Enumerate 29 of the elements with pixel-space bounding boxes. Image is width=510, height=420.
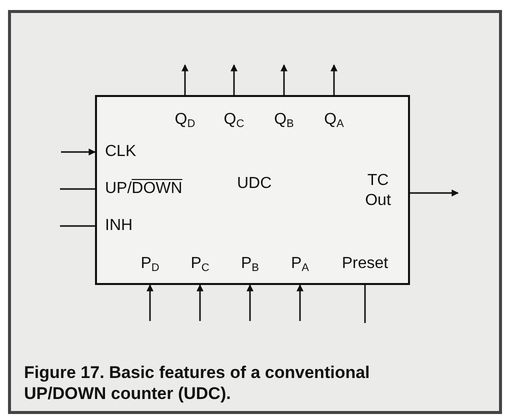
signal-arrow — [296, 284, 304, 321]
signal-line — [60, 225, 95, 227]
pin-label: P$_{C}$ — [180, 249, 220, 283]
pin-label: Q$_{A}$ — [314, 97, 354, 133]
signal-arrow — [61, 148, 96, 156]
signal-arrow — [196, 284, 204, 321]
signal-arrow — [146, 284, 154, 321]
signal-arrow — [246, 284, 254, 321]
signal-arrow — [230, 64, 238, 97]
pin-label: P$_{A}$ — [280, 249, 320, 283]
pin-label: P$_{D}$ — [130, 249, 170, 283]
signal-arrow — [330, 64, 338, 97]
pin-label: Q$_{D}$ — [165, 97, 205, 133]
signal-arrow — [182, 64, 188, 97]
signal-line — [60, 188, 95, 190]
counter-block — [95, 95, 410, 285]
block-label: UDC — [237, 175, 272, 193]
signal-arrow — [410, 190, 459, 196]
pin-label: INH — [97, 215, 157, 237]
pin-label: TC Out — [356, 171, 408, 215]
pin-label: Q$_{B}$ — [264, 97, 304, 133]
pin-label: Q$_{C}$ — [214, 97, 254, 133]
figure-caption: Figure 17. Basic features of a conventional UP/DOWN counter (UDC). — [24, 362, 371, 404]
pin-label: P$_{B}$ — [230, 249, 270, 283]
pin-label: Preset — [332, 249, 398, 283]
pin-label: CLK — [97, 141, 167, 163]
pin-label: UP/DOWN — [97, 178, 207, 200]
signal-line — [364, 285, 366, 323]
signal-arrow — [280, 64, 288, 97]
